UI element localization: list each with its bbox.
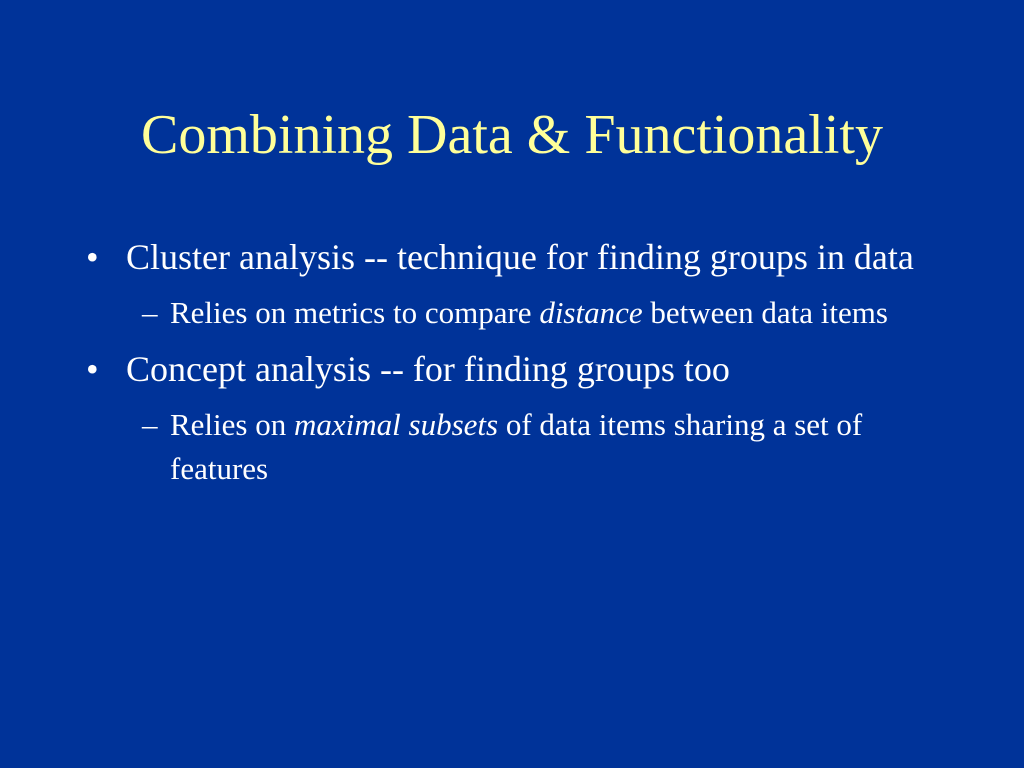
sub-bullet-emphasis: distance (539, 295, 643, 330)
bullet-marker: • (86, 349, 99, 389)
bullet-text: Concept analysis -- for finding groups t… (126, 349, 730, 389)
slide-body: • Cluster analysis -- technique for find… (86, 232, 956, 491)
slide-title: Combining Data & Functionality (141, 104, 883, 166)
sub-bullet-emphasis: maximal subsets (294, 407, 499, 442)
bullet-concept-analysis: • Concept analysis -- for finding groups… (86, 344, 956, 395)
bullet-cluster-analysis: • Cluster analysis -- technique for find… (86, 232, 956, 283)
sub-bullet-maximal-subsets: – Relies on maximal subsets of data item… (86, 403, 956, 491)
dash-marker: – (142, 407, 158, 442)
sub-bullet-distance: – Relies on metrics to compare distance … (86, 291, 956, 335)
sub-bullet-text-before: Relies on (170, 407, 294, 442)
sub-bullet-text-after: between data items (642, 295, 888, 330)
bullet-text: Cluster analysis -- technique for findin… (126, 237, 914, 277)
bullet-marker: • (86, 237, 99, 277)
sub-bullet-text-after: of data items sharing a set of features (170, 407, 863, 486)
sub-bullet-text-before: Relies on metrics to compare (170, 295, 540, 330)
dash-marker: – (142, 295, 158, 330)
